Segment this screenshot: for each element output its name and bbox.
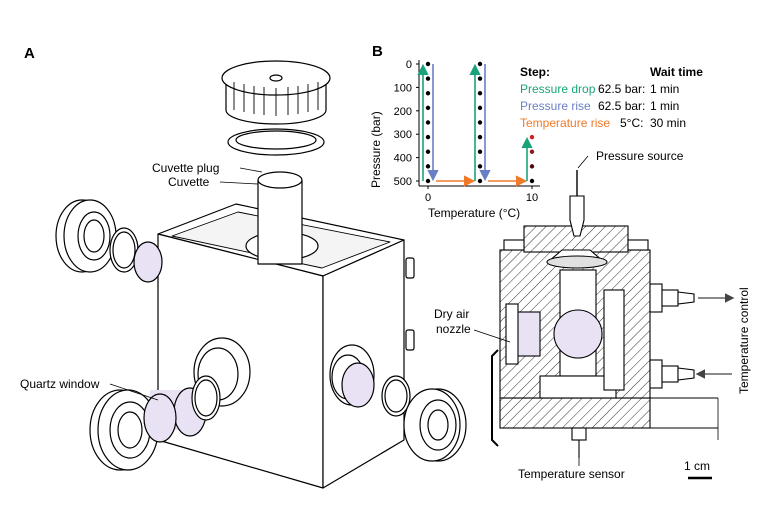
label-scale: 1 cm	[684, 459, 710, 473]
label-cuvette: Cuvette	[168, 175, 210, 189]
y-tick-label: 400	[394, 153, 412, 165]
label-quartz-window: Quartz window	[20, 377, 100, 391]
y-tick-label: 0	[406, 59, 412, 71]
panel-b-label: B	[372, 43, 383, 60]
base-plate	[499, 397, 651, 429]
data-point	[425, 149, 431, 154]
legend-step-amount: 62.5 bar:	[598, 82, 645, 96]
data-point	[425, 76, 431, 81]
data-point	[425, 61, 431, 67]
legend-step-header: Step:	[520, 65, 550, 79]
legend-step-name: Temperature rise	[520, 116, 610, 130]
chart-xlabel: Temperature (°C)	[428, 206, 520, 220]
data-point	[529, 149, 535, 154]
legend-wait-time: 30 min	[650, 116, 686, 130]
cross-section	[491, 170, 719, 458]
chart-axes: 0 100 200 300 400 500 0 10	[394, 59, 540, 204]
data-point	[529, 164, 535, 169]
y-tick-label: 500	[394, 176, 412, 188]
data-point	[477, 120, 483, 125]
data-point	[529, 178, 535, 184]
y-tick-label: 200	[394, 106, 412, 118]
legend-wait-time: 1 min	[650, 82, 679, 96]
y-tick-label: 300	[394, 129, 412, 141]
label-dry-air-2: nozzle	[436, 322, 471, 336]
data-point	[477, 105, 483, 111]
legend-step-name: Pressure drop	[520, 82, 596, 96]
data-point	[425, 120, 431, 125]
x-tick-label: 10	[526, 192, 538, 204]
data-point	[425, 105, 431, 111]
label-cuvette-plug: Cuvette plug	[152, 161, 219, 175]
cube-assembly	[55, 60, 467, 489]
data-point	[425, 178, 431, 184]
data-point	[477, 91, 483, 96]
label-dry-air-1: Dry air	[434, 307, 469, 321]
data-point	[425, 134, 431, 140]
label-pressure-source: Pressure source	[596, 149, 684, 163]
data-point	[477, 61, 483, 67]
data-point	[477, 164, 483, 169]
data-point	[425, 91, 431, 96]
data-point	[477, 149, 483, 154]
legend-step-amount: 5°C:	[620, 116, 643, 130]
y-tick-label: 100	[394, 82, 412, 94]
panel-a-label: A	[24, 45, 35, 62]
legend-step-amount: 62.5 bar:	[598, 99, 645, 113]
front-left-window	[89, 375, 221, 471]
chart-steps	[417, 63, 533, 187]
chart: Pressure (bar) Temperature (°C) 01002003…	[369, 59, 540, 220]
cuvette-body	[257, 179, 303, 265]
data-point	[477, 134, 483, 140]
legend-wait-header: Wait time	[650, 65, 703, 79]
chart-points	[425, 61, 535, 184]
label-temperature-control: Temperature control	[737, 287, 751, 394]
front-right-window	[341, 362, 467, 462]
data-point	[425, 164, 431, 169]
label-temperature-sensor: Temperature sensor	[518, 467, 625, 481]
data-point	[477, 178, 483, 184]
chart-ylabel: Pressure (bar)	[369, 111, 383, 188]
data-point	[477, 76, 483, 81]
x-tick-label: 0	[425, 192, 431, 204]
legend-wait-time: 1 min	[650, 99, 679, 113]
back-left-window	[55, 199, 163, 283]
data-point	[529, 134, 535, 140]
legend-step-name: Pressure rise	[520, 99, 591, 113]
cuvette-cross-section	[553, 309, 603, 359]
